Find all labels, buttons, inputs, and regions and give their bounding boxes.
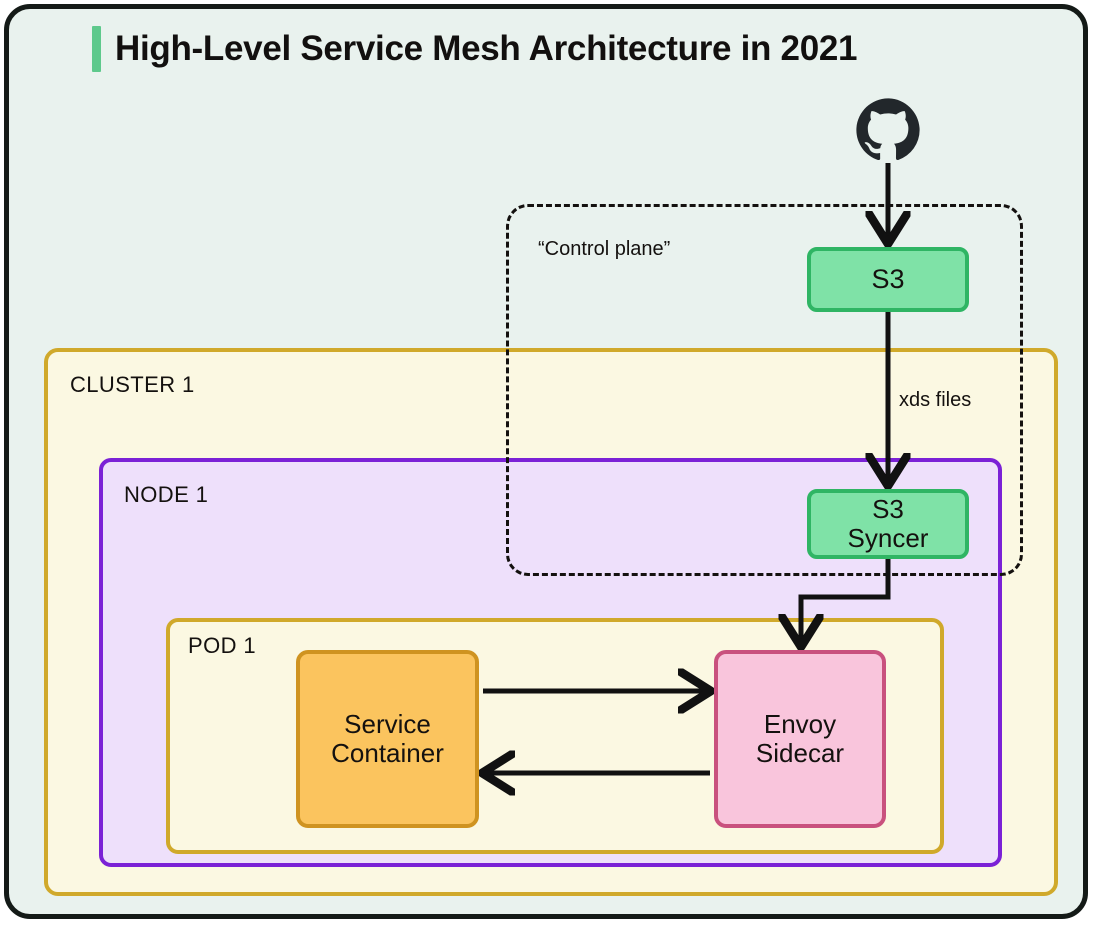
title-text: High-Level Service Mesh Architecture in …: [115, 29, 858, 68]
group-node-1-label: NODE 1: [124, 482, 209, 507]
node-service-container[interactable]: Service Container: [296, 650, 479, 828]
node-s3-syncer-label: S3 Syncer: [847, 493, 929, 553]
node-service-container-label: Service Container: [331, 708, 444, 768]
node-s3[interactable]: S3: [807, 247, 969, 312]
github-icon: [855, 97, 921, 163]
node-s3-syncer[interactable]: S3 Syncer: [807, 489, 969, 559]
node-s3-label: S3: [871, 264, 905, 295]
group-control-plane: [506, 204, 1023, 576]
title-accent-bar: [92, 26, 101, 72]
group-control-plane-label: “Control plane”: [538, 238, 671, 260]
group-cluster-1-label: CLUSTER 1: [70, 372, 195, 397]
group-pod-1-label: POD 1: [188, 633, 257, 658]
edge-label-xds-files: xds files: [899, 389, 972, 411]
node-envoy-sidecar-label: Envoy Sidecar: [755, 708, 845, 768]
page-title: High-Level Service Mesh Architecture in …: [92, 22, 858, 76]
node-envoy-sidecar[interactable]: Envoy Sidecar: [714, 650, 886, 828]
